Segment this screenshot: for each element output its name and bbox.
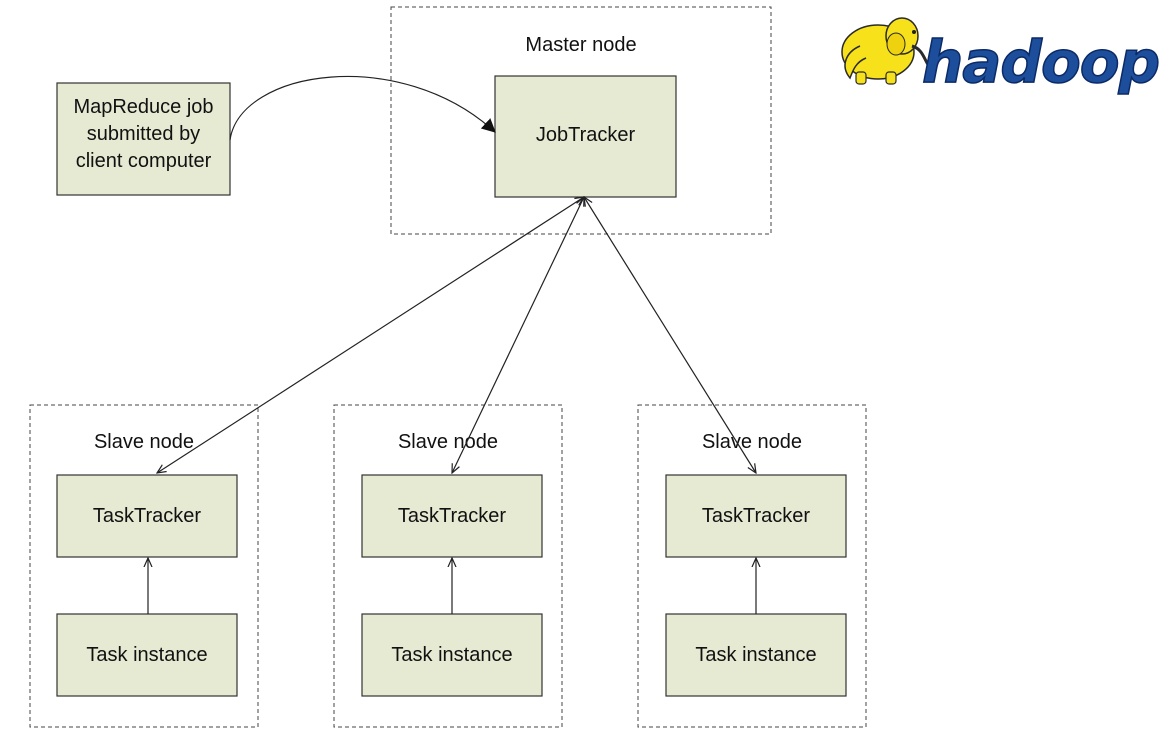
- master-node-group: Master node JobTracker: [390, 6, 772, 235]
- tasktracker-label-3: TaskTracker: [702, 505, 811, 527]
- hadoop-logo-word: hadoop: [922, 28, 1159, 96]
- master-node-title: Master node: [525, 34, 636, 56]
- hadoop-logo: hadoop: [841, 17, 1161, 97]
- task-instance-rect-1: [56, 613, 238, 697]
- task-instance-label-2: Task instance: [391, 644, 512, 666]
- slave-node-title-1: Slave node: [94, 431, 194, 453]
- slave-node-title-2: Slave node: [398, 431, 498, 453]
- tasktracker-rect-3: [665, 474, 847, 558]
- client-box: MapReduce job submitted by client comput…: [56, 82, 231, 196]
- task-instance-label-3: Task instance: [695, 644, 816, 666]
- tasktracker-rect-1: [56, 474, 238, 558]
- client-line-1: MapReduce job: [73, 96, 213, 118]
- submit-job-arrow: [229, 75, 496, 141]
- jobtracker-tasktracker-link-1: [157, 197, 584, 473]
- elephant-icon: [841, 17, 935, 85]
- client-line-2: submitted by: [87, 123, 200, 145]
- slave-node-boundary-1: [29, 404, 259, 728]
- slave-node-group-1: Slave node TaskTracker Task instance: [29, 404, 259, 728]
- jobtracker-tasktracker-link-3: [584, 197, 756, 473]
- slave-node-group-2: Slave node TaskTracker Task instance: [333, 404, 563, 728]
- tasktracker-label-2: TaskTracker: [398, 505, 507, 527]
- tasktracker-label-1: TaskTracker: [93, 505, 202, 527]
- jobtracker-box: JobTracker: [494, 75, 677, 198]
- client-line-3: client computer: [76, 150, 212, 172]
- master-node-boundary: [390, 6, 772, 235]
- tasktracker-rect-2: [361, 474, 543, 558]
- task-instance-label-1: Task instance: [86, 644, 207, 666]
- slave-node-title-3: Slave node: [702, 431, 802, 453]
- slave-node-group-3: Slave node TaskTracker Task instance: [637, 404, 867, 728]
- task-instance-rect-3: [665, 613, 847, 697]
- jobtracker-label: JobTracker: [536, 124, 636, 146]
- client-rect: [56, 82, 231, 196]
- jobtracker-tasktracker-link-2: [452, 197, 584, 473]
- task-instance-rect-2: [361, 613, 543, 697]
